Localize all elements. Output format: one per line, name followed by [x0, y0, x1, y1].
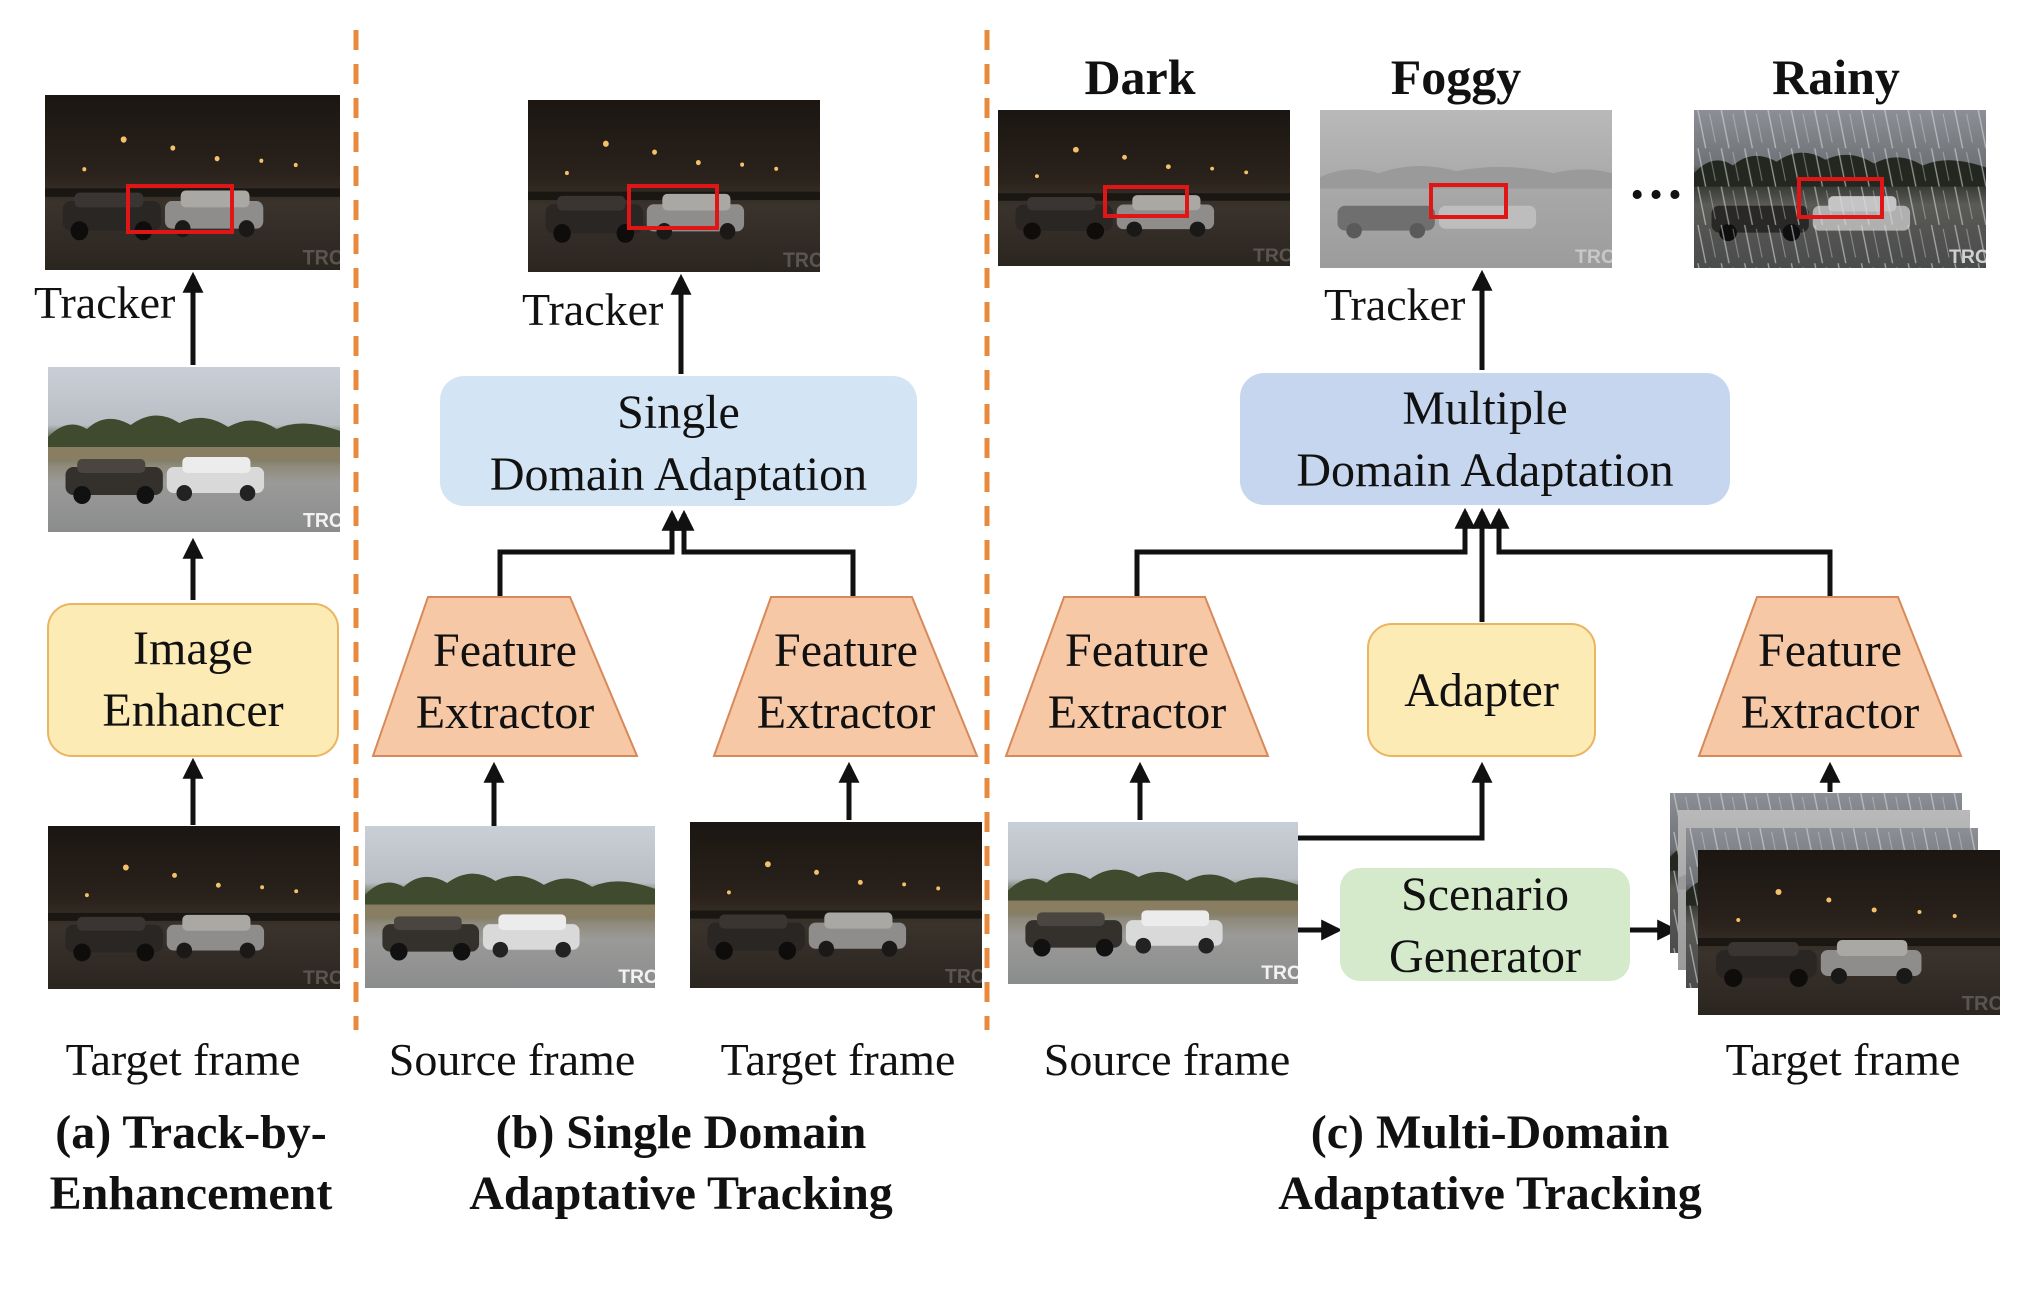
panel-b [365, 100, 982, 988]
panel-a-target-frame-image [48, 826, 340, 989]
panel-b-target-frame-label: Target frame [720, 1034, 956, 1085]
foggy-domain-image [1320, 110, 1612, 268]
panel-b-feature-extractor-right [712, 596, 979, 757]
panel-a-bbox [126, 184, 234, 234]
panel-b-bbox [627, 184, 719, 230]
panel-a-caption-line1: (a) Track-by- [55, 1106, 327, 1159]
panel-c-feature-extractor-left-line1: Feature [1065, 624, 1209, 677]
rainy-bbox [1797, 177, 1884, 219]
panel-c-source-to-adapter [1298, 761, 1493, 841]
panel-c-feature-extractor-left-line2: Extractor [1047, 686, 1227, 739]
panel-c-feature-extractor-right [1697, 596, 1963, 757]
scenario-generator-box [1340, 868, 1630, 981]
panel-c-feature-extractor-right-line2: Extractor [1740, 686, 1920, 739]
panel-a-target-frame-label: Target frame [65, 1034, 301, 1085]
dark-bbox [1103, 185, 1189, 218]
multiple-domain-adaptation-label-line2: Domain Adaptation [1296, 444, 1674, 497]
rainy-domain-image [1694, 110, 1986, 268]
panel-b-tracker-label: Tracker [522, 284, 664, 335]
adapter-label: Adapter [1404, 664, 1559, 717]
panel-a-tracker-label: Tracker [34, 277, 176, 328]
image-enhancer-box [47, 603, 339, 757]
foggy-header: Foggy [1390, 49, 1522, 105]
panel-a-tracked-image [45, 95, 340, 270]
scenario-generator-label: Scenario Generator [1340, 864, 1630, 988]
scenario-generator-label-line2: Generator [1389, 930, 1581, 983]
panel-c-target-frame-label: Target frame [1725, 1034, 1961, 1085]
multiple-domain-adaptation-box [1240, 373, 1730, 505]
panel-b-feature-extractor-left [371, 596, 639, 757]
panel-a-caption-line2: Enhancement [49, 1167, 333, 1220]
panel-c-caption-line2: Adaptative Tracking [1278, 1167, 1702, 1220]
panel-c-source-frame-label: Source frame [1043, 1034, 1291, 1085]
adapter-box [1367, 623, 1596, 757]
panel-c-source-frame-image [1008, 822, 1298, 984]
image-enhancer-label-line1: Image [133, 622, 253, 675]
panel-b-feature-extractor-left-line2: Extractor [415, 686, 595, 739]
panel-b-caption-line1: (b) Single Domain [495, 1106, 867, 1159]
panel-c-merge-right [1488, 507, 1833, 596]
panel-c-merge-left [1134, 507, 1476, 596]
stacked-target-frame-dark [1698, 850, 2000, 1015]
single-domain-adaptation-box [440, 376, 917, 506]
panel-b-caption-line2: Adaptative Tracking [469, 1167, 893, 1220]
domains-ellipsis: … [1628, 149, 1684, 211]
panel-c-feature-extractor-left-label: Feature Extractor [1006, 620, 1268, 744]
image-enhancer-label-line2: Enhancer [102, 684, 284, 737]
panel-b-feature-extractor-right-line1: Feature [774, 624, 918, 677]
panel-c-caption-line1: (c) Multi-Domain [1310, 1106, 1670, 1159]
panel-a-enhanced-image [48, 367, 340, 532]
panel-b-feature-extractor-right-line2: Extractor [756, 686, 936, 739]
single-domain-adaptation-label-line1: Single [617, 386, 740, 439]
panel-c-feature-extractor-left [1004, 596, 1270, 757]
panel-b-feature-extractor-left-label: Feature Extractor [373, 620, 637, 744]
panel-b-merge-right [673, 509, 856, 596]
rainy-header: Rainy [1772, 49, 1900, 105]
single-domain-adaptation-label-line2: Domain Adaptation [489, 448, 868, 501]
panel-b-feature-extractor-left-line1: Feature [433, 624, 577, 677]
panel-b-source-frame-image [365, 826, 655, 988]
panel-b-source-frame-label: Source frame [388, 1034, 636, 1085]
multiple-domain-adaptation-label: Multiple Domain Adaptation [1240, 378, 1730, 502]
single-domain-adaptation-label: Single Domain Adaptation [440, 382, 917, 506]
panel-c-feature-extractor-right-line1: Feature [1758, 624, 1902, 677]
panel-b-feature-extractor-right-label: Feature Extractor [714, 620, 978, 744]
dark-header: Dark [1084, 49, 1196, 105]
panel-b-merge-left [497, 509, 683, 596]
panel-c [998, 110, 2000, 1015]
scenario-generator-label-line1: Scenario [1401, 868, 1569, 921]
panel-b-target-frame-image [690, 822, 982, 988]
panel-c-tracker-label: Tracker [1324, 279, 1466, 330]
multiple-domain-adaptation-label-line1: Multiple [1402, 382, 1568, 435]
panel-a [45, 95, 340, 989]
panel-c-feature-extractor-right-label: Feature Extractor [1699, 620, 1961, 744]
foggy-bbox [1429, 183, 1508, 219]
image-enhancer-label: Image Enhancer [48, 618, 338, 742]
